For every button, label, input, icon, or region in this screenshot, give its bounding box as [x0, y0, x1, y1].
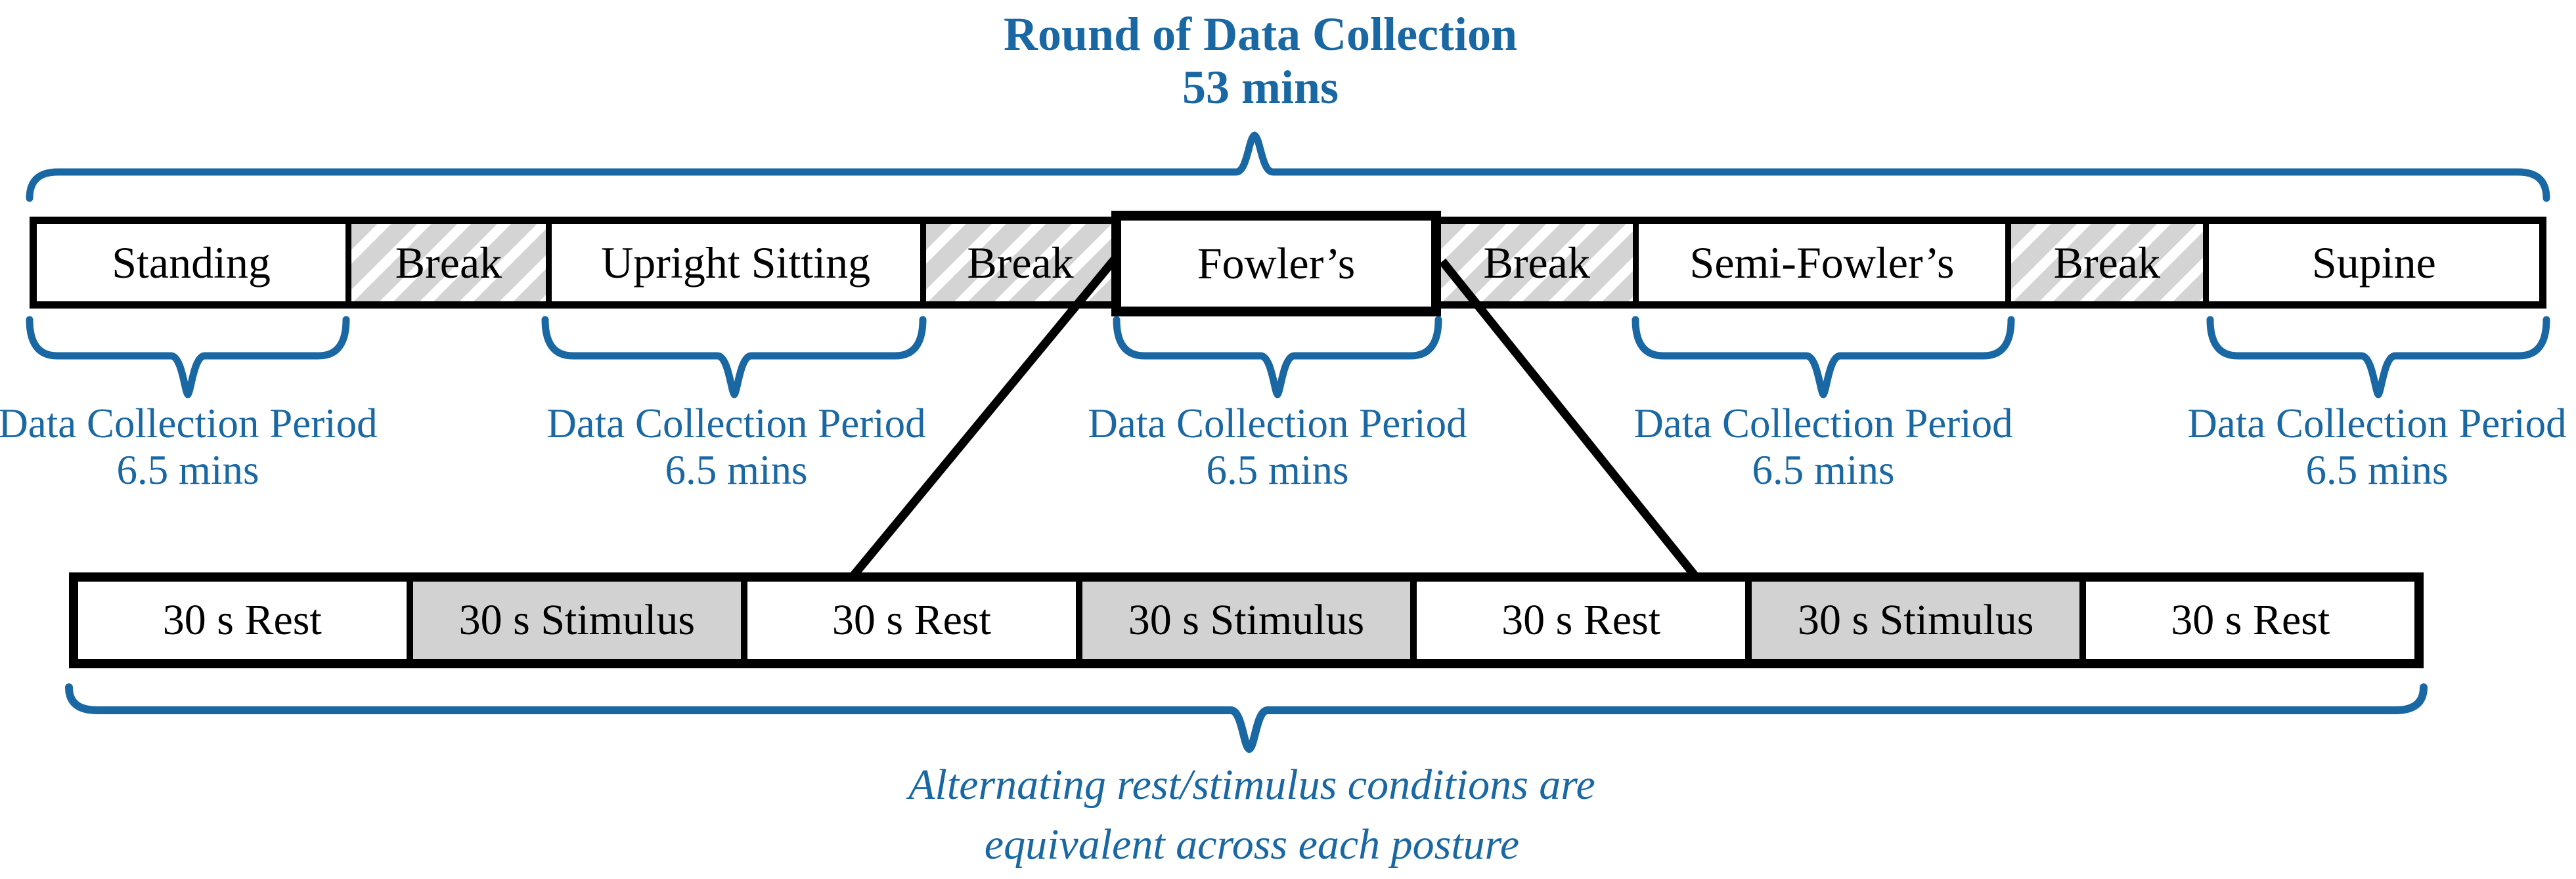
segment-semi-fowlers: Semi-Fowler’s	[1633, 224, 2005, 301]
footnote-line2: equivalent across each posture	[984, 821, 1520, 869]
segment-supine: Supine	[2202, 224, 2539, 301]
segment-rest-3: 30 s Rest	[1410, 582, 1745, 659]
segment-break-1: Break	[345, 224, 546, 301]
round-title-line1: Round of Data Collection	[1003, 8, 1517, 60]
footnote: Alternating rest/stimulus conditions are…	[0, 755, 2540, 874]
dcp-duration: 6.5 mins	[1206, 446, 1349, 493]
dcp-label-standing: Data Collection Period 6.5 mins	[0, 400, 418, 493]
dcp-duration: 6.5 mins	[665, 446, 808, 493]
segment-break-2: Break	[920, 224, 1115, 301]
supine-brace	[2206, 316, 2550, 398]
segment-stimulus-1: 30 s Stimulus	[406, 582, 742, 659]
segment-stimulus-2: 30 s Stimulus	[1075, 582, 1411, 659]
segment-rest-2: 30 s Rest	[741, 582, 1076, 659]
dcp-duration: 6.5 mins	[2305, 446, 2449, 493]
fowlers-highlight-box: Fowler’s	[1111, 211, 1441, 316]
dcp-text: Data Collection Period	[1088, 400, 1467, 446]
stimulus-bar-brace	[65, 683, 2428, 753]
dcp-label-upright-sitting: Data Collection Period 6.5 mins	[506, 400, 966, 493]
dcp-text: Data Collection Period	[0, 400, 378, 446]
dcp-text: Data Collection Period	[2187, 400, 2567, 446]
segment-upright-sitting: Upright Sitting	[545, 224, 920, 301]
footnote-line1: Alternating rest/stimulus conditions are	[908, 761, 1595, 809]
dcp-text: Data Collection Period	[1633, 400, 2013, 446]
dcp-label-fowlers: Data Collection Period 6.5 mins	[1048, 400, 1507, 493]
standing-brace	[26, 316, 350, 398]
segment-break-4: Break	[2005, 224, 2203, 301]
segment-break-3: Break	[1434, 224, 1633, 301]
dcp-duration: 6.5 mins	[116, 446, 259, 493]
upright-sitting-brace	[541, 316, 927, 398]
dcp-label-supine: Data Collection Period 6.5 mins	[2147, 400, 2576, 493]
dcp-text: Data Collection Period	[546, 400, 926, 446]
dcp-duration: 6.5 mins	[1752, 446, 1895, 493]
round-brace	[26, 131, 2550, 202]
segment-rest-4: 30 s Rest	[2079, 582, 2415, 659]
segment-stimulus-3: 30 s Stimulus	[1744, 582, 2080, 659]
segment-rest-1: 30 s Rest	[78, 582, 407, 659]
rest-stimulus-bar: 30 s Rest 30 s Stimulus 30 s Rest 30 s S…	[69, 572, 2424, 668]
segment-standing: Standing	[37, 224, 346, 301]
semi-fowlers-brace	[1632, 316, 2015, 398]
round-title-duration: 53 mins	[1182, 61, 1339, 114]
dcp-label-semi-fowlers: Data Collection Period 6.5 mins	[1593, 400, 2053, 493]
fowlers-brace	[1113, 316, 1442, 398]
round-title: Round of Data Collection 53 mins	[0, 8, 2548, 115]
